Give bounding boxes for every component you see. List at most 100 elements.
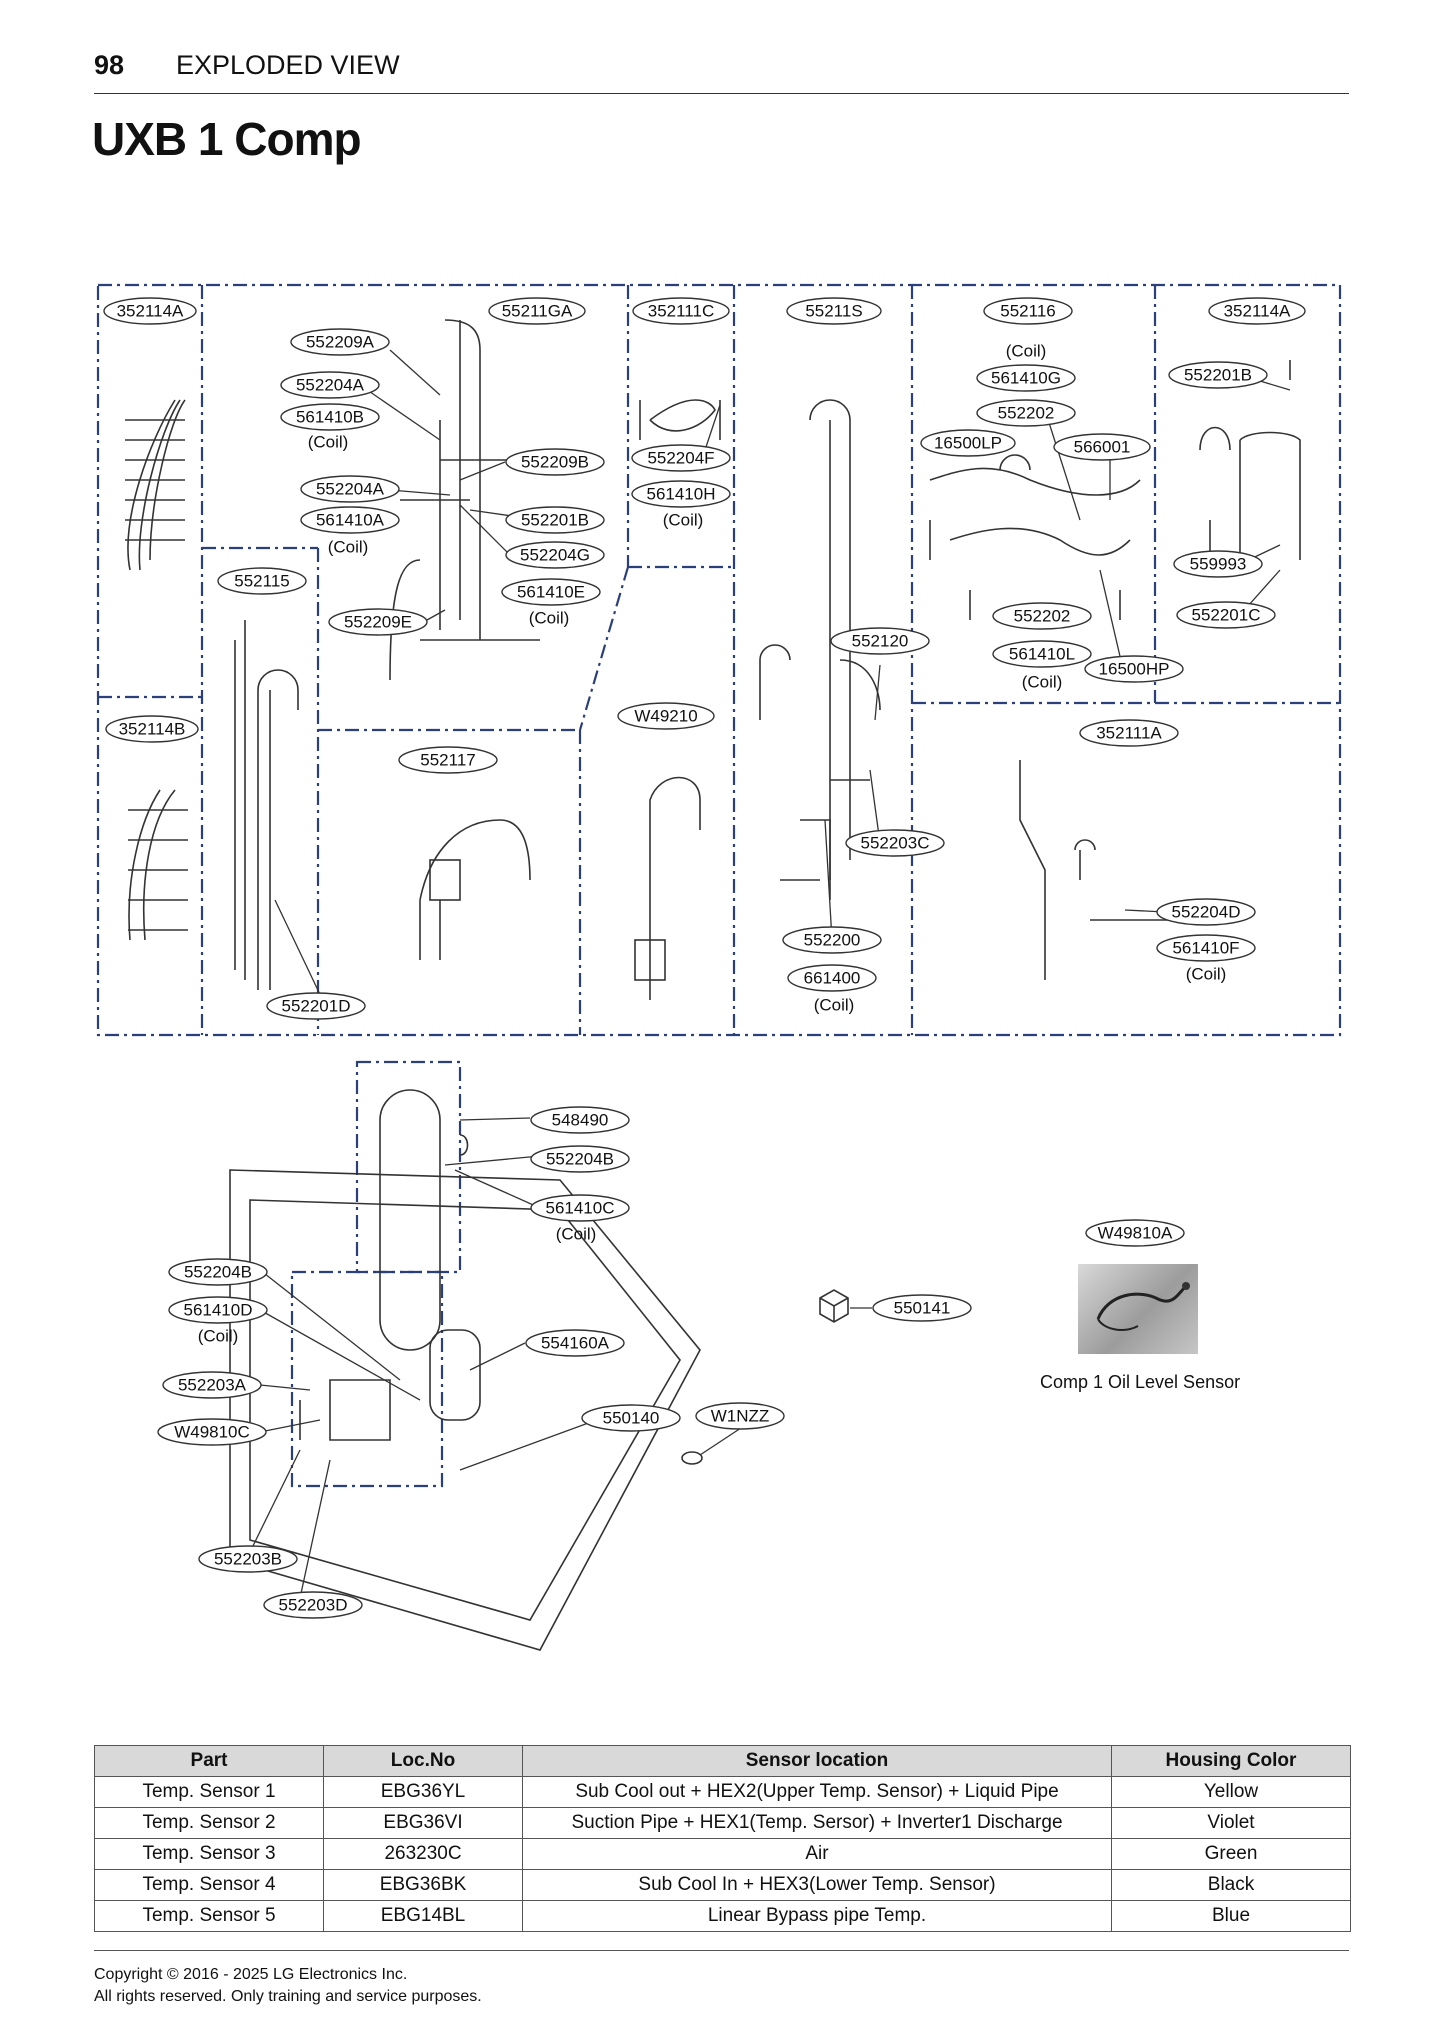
callout-552201B-left: 552201B	[521, 511, 589, 530]
table-header-row: Part Loc.No Sensor location Housing Colo…	[94, 1745, 1351, 1777]
pipe-assembly-W49210	[634, 776, 701, 1000]
table-row: Temp. Sensor 4 EBG36BK Sub Cool In + HEX…	[94, 1869, 1351, 1901]
callout-352111A: 352111A	[1096, 724, 1162, 743]
table-row: Temp. Sensor 2 EBG36VI Suction Pipe + HE…	[94, 1807, 1351, 1839]
callout-16500HP: 16500HP	[1099, 660, 1170, 679]
coil-note: (Coil)	[308, 433, 349, 452]
callout-552209E: 552209E	[344, 613, 412, 632]
callout-552204D: 552204D	[1171, 903, 1240, 922]
callout-352114A-top-right: 352114A	[1224, 302, 1291, 321]
oil-separator-part	[681, 1451, 703, 1465]
table-cell: EBG36YL	[323, 1776, 523, 1808]
callout-550141: 550141	[894, 1299, 951, 1318]
column-header: Loc.No	[323, 1745, 523, 1777]
callout-W49810C: W49810C	[174, 1423, 250, 1442]
callout-W49810A: W49810A	[1098, 1224, 1173, 1243]
callout-561410B: 561410B	[296, 408, 364, 427]
callout-548490: 548490	[552, 1111, 609, 1130]
callout-552202-lower: 552202	[1014, 607, 1071, 626]
callout-55211GA: 55211GA	[502, 302, 573, 321]
coil-note: (Coil)	[556, 1225, 597, 1244]
table-cell: Linear Bypass pipe Temp.	[522, 1900, 1112, 1932]
callout-552204A-lower: 552204A	[316, 480, 385, 499]
table-cell: 263230C	[323, 1838, 523, 1870]
column-header: Housing Color	[1111, 1745, 1351, 1777]
page-number: 98	[94, 50, 125, 80]
heat-exchanger-left-top	[125, 399, 186, 571]
page-title: UXB 1 Comp	[92, 113, 362, 165]
callout-552115: 552115	[234, 572, 289, 591]
callout-352111C: 352111C	[648, 302, 714, 321]
pipe-assembly-552115	[234, 620, 299, 990]
callout-55211S: 55211S	[805, 302, 862, 321]
callout-552203D: 552203D	[278, 1596, 347, 1615]
callout-552120: 552120	[852, 632, 909, 651]
callout-16500LP: 16500LP	[934, 434, 1002, 453]
pipe-assembly-352111C	[639, 399, 721, 440]
sensor-table: Part Loc.No Sensor location Housing Colo…	[94, 1745, 1351, 1932]
sensor-cable-icon	[1096, 1282, 1190, 1331]
photo-caption: Comp 1 Oil Level Sensor	[1040, 1372, 1241, 1392]
callout-552203B: 552203B	[214, 1550, 282, 1569]
table-cell: Suction Pipe + HEX1(Temp. Sersor) + Inve…	[522, 1807, 1112, 1839]
coil-note: (Coil)	[1186, 965, 1227, 984]
callout-559993: 559993	[1190, 555, 1247, 574]
oil-level-sensor-photo	[1078, 1264, 1198, 1354]
coil-note: (Coil)	[529, 609, 570, 628]
callout-W1NZZ: W1NZZ	[711, 1407, 770, 1426]
callout-352114A-top-left: 352114A	[117, 302, 184, 321]
table-row: Temp. Sensor 5 EBG14BL Linear Bypass pip…	[94, 1900, 1351, 1932]
callout-566001: 566001	[1074, 438, 1131, 457]
column-header: Sensor location	[522, 1745, 1112, 1777]
callout-552204B-right: 552204B	[546, 1150, 614, 1169]
callout-552209B: 552209B	[521, 453, 589, 472]
table-cell: EBG36VI	[323, 1807, 523, 1839]
callout-552116: 552116	[1000, 302, 1055, 321]
table-row: Temp. Sensor 1 EBG36YL Sub Cool out + HE…	[94, 1776, 1351, 1808]
table-cell: Black	[1111, 1869, 1351, 1901]
callout-561410L: 561410L	[1009, 645, 1075, 664]
callout-561410F: 561410F	[1172, 939, 1239, 958]
callout-552117: 552117	[420, 751, 475, 770]
callout-561410A: 561410A	[316, 511, 385, 530]
coil-note: (Coil)	[198, 1327, 239, 1346]
table-cell: Yellow	[1111, 1776, 1351, 1808]
coil-note: (Coil)	[663, 511, 704, 530]
coil-note: (Coil)	[1006, 342, 1047, 361]
callout-561410E: 561410E	[517, 583, 585, 602]
table-cell: Sub Cool out + HEX2(Upper Temp. Sensor) …	[522, 1776, 1112, 1808]
pipe-assembly-55211S	[759, 399, 881, 900]
header-rule	[94, 93, 1349, 94]
callout-552203C: 552203C	[860, 834, 929, 853]
callout-552201D: 552201D	[281, 997, 350, 1016]
callout-552209A: 552209A	[306, 333, 375, 352]
table-row: Temp. Sensor 3 263230C Air Green	[94, 1838, 1351, 1870]
compressor-assembly	[229, 1089, 701, 1651]
pipe-assembly-352111A	[1019, 760, 1170, 980]
coil-note: (Coil)	[814, 996, 855, 1015]
coil-note: (Coil)	[1022, 673, 1063, 692]
callout-661400: 661400	[804, 969, 861, 988]
table-cell: Air	[522, 1838, 1112, 1870]
callout-552200: 552200	[804, 931, 861, 950]
valve-assembly-552116	[929, 454, 1141, 620]
receiver-assembly-352114A	[1199, 360, 1301, 560]
table-cell: Green	[1111, 1838, 1351, 1870]
table-cell: Blue	[1111, 1900, 1351, 1932]
table-cell: EBG36BK	[323, 1869, 523, 1901]
section-title: EXPLODED VIEW	[176, 50, 400, 80]
footer-rule	[94, 1950, 1349, 1951]
callout-552201C: 552201C	[1191, 606, 1260, 625]
callout-561410D: 561410D	[183, 1301, 252, 1320]
coil-note: (Coil)	[328, 538, 369, 557]
callout-561410C: 561410C	[545, 1199, 614, 1218]
part-550141	[819, 1289, 849, 1323]
callout-561410G: 561410G	[991, 369, 1061, 388]
callout-552204G: 552204G	[520, 546, 590, 565]
callout-552204A-upper: 552204A	[296, 376, 365, 395]
callout-561410H: 561410H	[646, 485, 715, 504]
table-cell: Violet	[1111, 1807, 1351, 1839]
callout-552203A: 552203A	[178, 1376, 247, 1395]
callout-554160A: 554160A	[541, 1334, 610, 1353]
